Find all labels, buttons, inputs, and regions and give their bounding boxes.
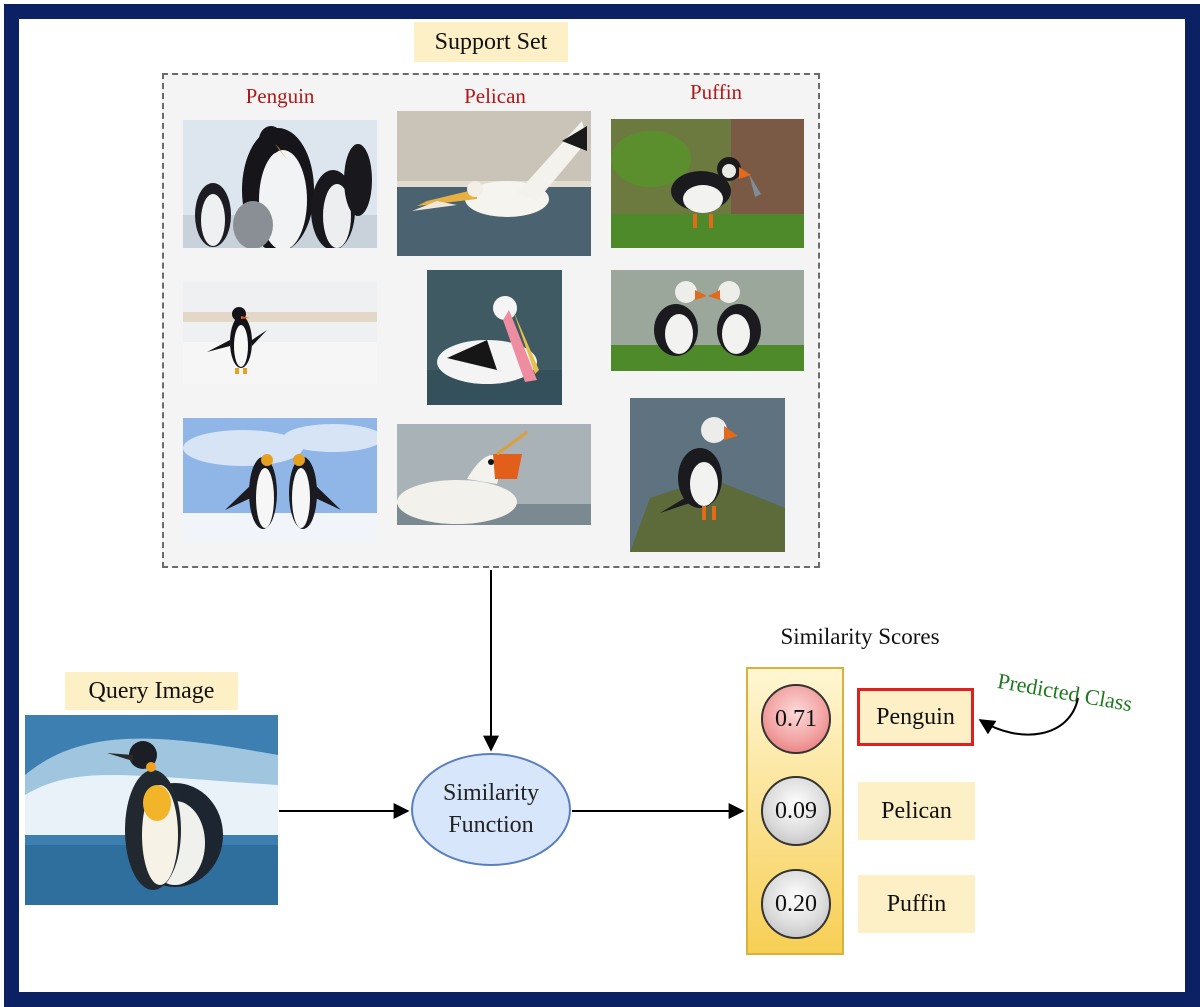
score-column: 0.71 0.09 0.20 — [746, 667, 844, 955]
query-penguin-photo — [25, 715, 278, 905]
query-image-label: Query Image — [65, 672, 238, 710]
class-title-penguin: Penguin — [245, 84, 315, 108]
puffin-photo — [630, 398, 785, 552]
query-image-title: Query Image — [88, 677, 215, 704]
score-label-puffin: Puffin — [858, 875, 975, 933]
score-value: 0.71 — [775, 705, 817, 732]
puffin-photo — [611, 270, 804, 371]
score-label-text: Pelican — [881, 797, 952, 824]
score-value: 0.09 — [775, 797, 817, 824]
class-title-puffin: Puffin — [689, 80, 743, 104]
score-circle-penguin: 0.71 — [761, 684, 831, 754]
penguin-photo — [183, 282, 377, 384]
puffin-photo — [611, 119, 804, 248]
pelican-photo — [397, 111, 591, 256]
score-label-penguin: Penguin — [857, 688, 974, 746]
penguin-photo — [183, 418, 377, 543]
similarity-function-line2: Function — [448, 811, 534, 838]
score-label-text: Penguin — [876, 703, 955, 730]
score-value: 0.20 — [775, 890, 817, 917]
score-circle-puffin: 0.20 — [761, 869, 831, 939]
similarity-function-node: Similarity Function — [411, 753, 571, 866]
similarity-function-line1: Similarity — [443, 780, 539, 807]
support-set-label: Support Set — [414, 22, 568, 62]
penguin-photo — [183, 120, 377, 248]
score-circle-pelican: 0.09 — [761, 776, 831, 846]
similarity-scores-title: Similarity Scores — [780, 624, 940, 649]
pelican-photo — [397, 424, 591, 525]
score-label-pelican: Pelican — [858, 782, 975, 840]
pelican-photo — [427, 270, 562, 405]
score-label-text: Puffin — [886, 890, 947, 917]
class-title-pelican: Pelican — [464, 84, 526, 108]
support-set-title: Support Set — [434, 28, 548, 55]
